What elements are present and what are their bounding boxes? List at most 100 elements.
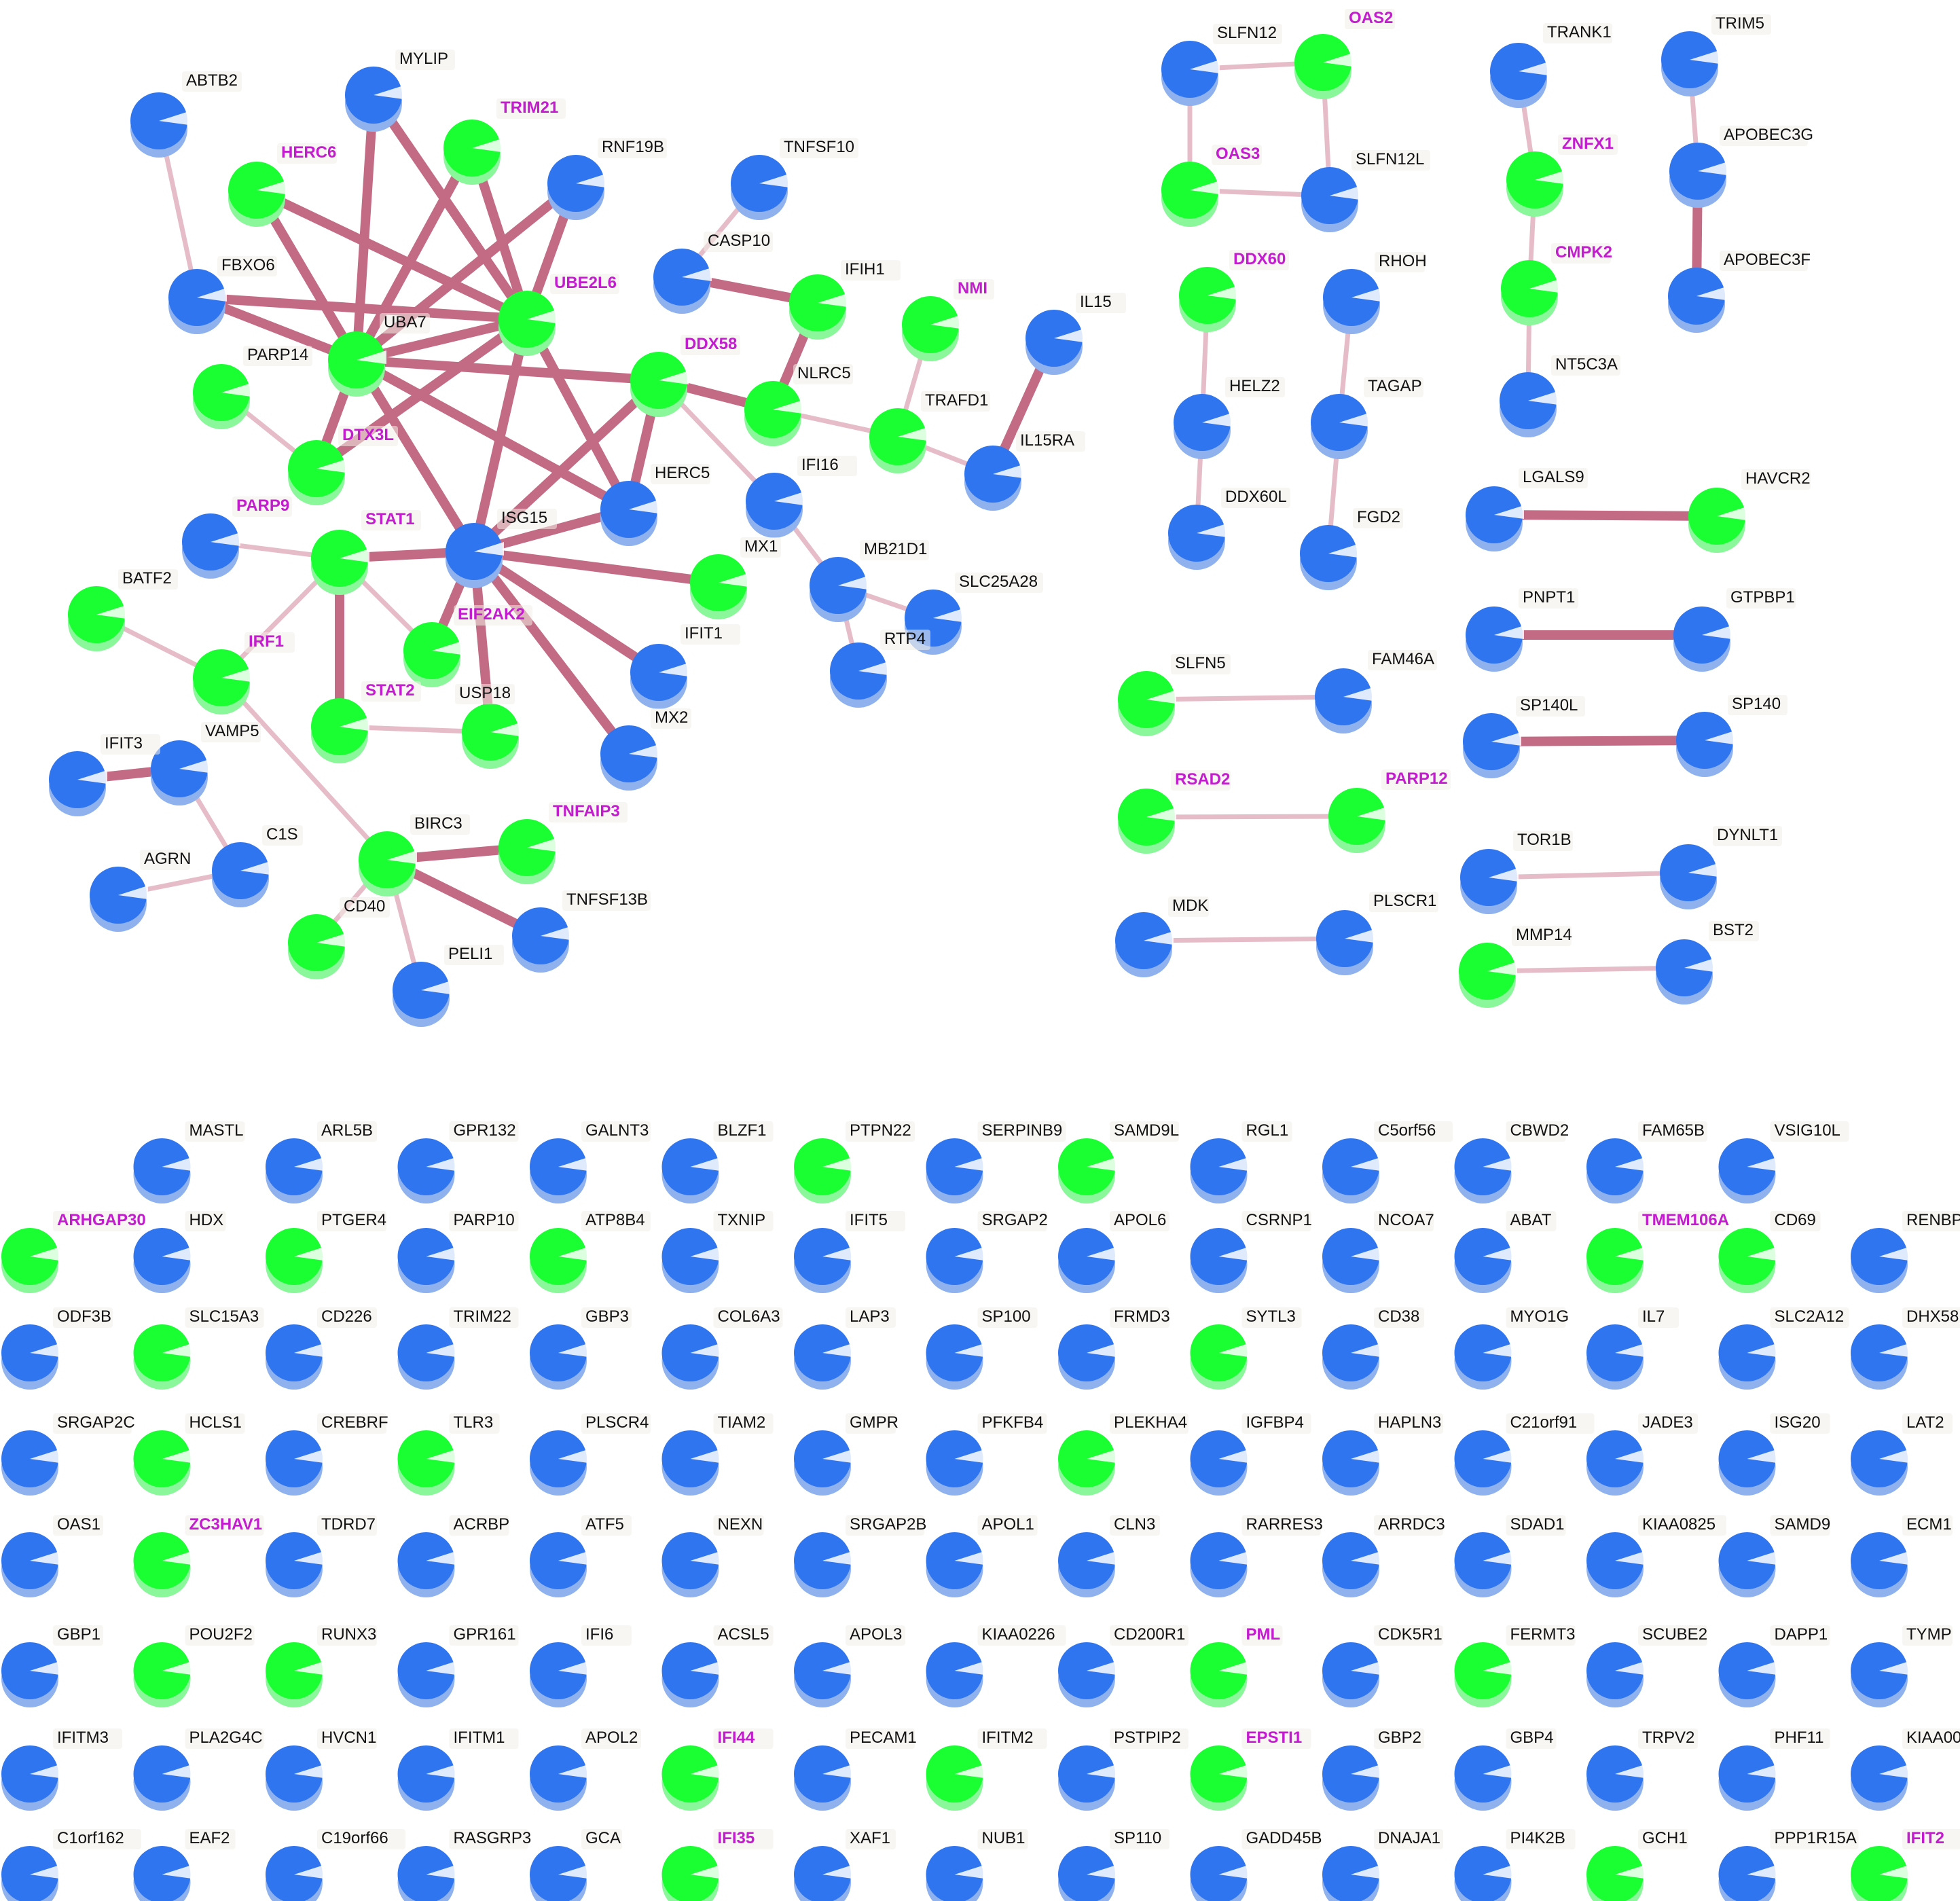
node-txnip[interactable]: TXNIP: [661, 1211, 774, 1293]
node-hapln3[interactable]: HAPLN3: [1322, 1413, 1443, 1496]
node-rnf19b[interactable]: RNF19B: [547, 138, 667, 220]
node-dapp1[interactable]: DAPP1: [1718, 1625, 1830, 1707]
node-ncoa7[interactable]: NCOA7: [1322, 1211, 1434, 1293]
node-slc15a3[interactable]: SLC15A3: [133, 1307, 264, 1390]
node-runx3[interactable]: RUNX3: [266, 1625, 377, 1707]
node-herc6[interactable]: HERC6: [228, 143, 337, 227]
node-cd226[interactable]: CD226: [266, 1307, 377, 1390]
node-fgd2[interactable]: FGD2: [1300, 508, 1403, 590]
node-apol6[interactable]: APOL6: [1058, 1211, 1169, 1293]
node-oas2[interactable]: OAS2: [1294, 9, 1395, 99]
node-havcr2[interactable]: HAVCR2: [1688, 469, 1811, 553]
node-stat2[interactable]: STAT2: [311, 681, 421, 763]
node-slfn12l[interactable]: SLFN12L: [1301, 150, 1430, 232]
node-pnpt1[interactable]: PNPT1: [1466, 588, 1578, 672]
node-ptger4[interactable]: PTGER4: [266, 1211, 386, 1293]
node-gadd45b[interactable]: GADD45B: [1190, 1829, 1322, 1901]
node-parp9[interactable]: PARP9: [182, 496, 292, 579]
node-crebrf[interactable]: CREBRF: [266, 1413, 388, 1496]
node-pecam1[interactable]: PECAM1: [794, 1728, 917, 1811]
node-gbp3[interactable]: GBP3: [530, 1307, 632, 1390]
node-epsti1[interactable]: EPSTI1: [1190, 1728, 1311, 1811]
node-col6a3[interactable]: COL6A3: [661, 1307, 783, 1390]
node-ptpn22[interactable]: PTPN22: [794, 1121, 915, 1203]
node-cd200r1[interactable]: CD200R1: [1058, 1625, 1188, 1707]
node-srgap2b[interactable]: SRGAP2B: [794, 1515, 926, 1597]
node-arhgap30[interactable]: ARHGAP30: [1, 1211, 146, 1293]
node-dtx3l[interactable]: DTX3L: [288, 426, 398, 505]
node-c19orf66[interactable]: C19orf66: [266, 1829, 405, 1901]
node-apobec3f[interactable]: APOBEC3F: [1668, 251, 1811, 333]
node-ifitm2[interactable]: IFITM2: [926, 1728, 1047, 1811]
node-serpinb9[interactable]: SERPINB9: [926, 1121, 1066, 1203]
node-birc3[interactable]: BIRC3: [359, 814, 470, 897]
node-ube2l6[interactable]: UBE2L6: [498, 274, 619, 356]
node-cd38[interactable]: CD38: [1322, 1307, 1424, 1390]
node-il7[interactable]: IL7: [1586, 1307, 1679, 1390]
node-apol1[interactable]: APOL1: [926, 1515, 1038, 1597]
node-vsig10l[interactable]: VSIG10L: [1718, 1121, 1849, 1203]
node-gch1[interactable]: GCH1: [1586, 1829, 1688, 1901]
node-batf2[interactable]: BATF2: [68, 569, 178, 651]
node-uba7[interactable]: UBA7: [328, 313, 430, 397]
node-rtp4[interactable]: RTP4: [830, 630, 930, 708]
node-sdad1[interactable]: SDAD1: [1454, 1515, 1566, 1597]
node-plekha4[interactable]: PLEKHA4: [1058, 1413, 1188, 1496]
node-c1orf162[interactable]: C1orf162: [1, 1829, 141, 1901]
node-samd9[interactable]: SAMD9: [1718, 1515, 1831, 1597]
node-ifit1[interactable]: IFIT1: [630, 624, 740, 709]
node-abat[interactable]: ABAT: [1454, 1211, 1557, 1293]
node-blzf1[interactable]: BLZF1: [661, 1121, 774, 1203]
node-hcls1[interactable]: HCLS1: [133, 1413, 245, 1496]
node-ddx58[interactable]: DDX58: [630, 335, 740, 417]
node-slc2a12[interactable]: SLC2A12: [1718, 1307, 1849, 1390]
node-il15[interactable]: IL15: [1026, 293, 1126, 375]
node-kiaa0040[interactable]: KIAA0040: [1851, 1728, 1960, 1811]
node-casp10[interactable]: CASP10: [653, 232, 773, 314]
node-jade3[interactable]: JADE3: [1586, 1413, 1698, 1496]
node-isg20[interactable]: ISG20: [1718, 1413, 1830, 1496]
node-pou2f2[interactable]: POU2F2: [133, 1625, 255, 1707]
node-slfn5[interactable]: SLFN5: [1118, 654, 1231, 736]
node-cln3[interactable]: CLN3: [1058, 1515, 1160, 1597]
node-ifih1[interactable]: IFIH1: [789, 260, 901, 340]
node-nexn[interactable]: NEXN: [661, 1515, 764, 1597]
node-ifi35[interactable]: IFI35: [661, 1829, 774, 1901]
node-rhoh[interactable]: RHOH: [1323, 252, 1427, 334]
node-nlrc5[interactable]: NLRC5: [744, 364, 853, 446]
node-tor1b[interactable]: TOR1B: [1460, 831, 1573, 914]
node-sytl3[interactable]: SYTL3: [1190, 1307, 1302, 1390]
node-mx1[interactable]: MX1: [690, 537, 781, 619]
node-atp8b4[interactable]: ATP8B4: [530, 1211, 651, 1293]
node-plscr1[interactable]: PLSCR1: [1316, 892, 1438, 975]
node-lgals9[interactable]: LGALS9: [1466, 468, 1588, 551]
node-mastl[interactable]: MASTL: [133, 1121, 245, 1203]
node-cbwd2[interactable]: CBWD2: [1454, 1121, 1569, 1203]
node-cdk5r1[interactable]: CDK5R1: [1322, 1625, 1443, 1707]
node-hdx[interactable]: HDX: [133, 1211, 226, 1293]
node-kiaa0825[interactable]: KIAA0825: [1586, 1515, 1726, 1597]
node-gbp4[interactable]: GBP4: [1454, 1728, 1557, 1811]
node-ifi44[interactable]: IFI44: [661, 1728, 774, 1811]
node-dynlt1[interactable]: DYNLT1: [1660, 826, 1782, 909]
node-atf5[interactable]: ATF5: [530, 1515, 632, 1597]
node-cmpk2[interactable]: CMPK2: [1501, 243, 1612, 325]
node-odf3b[interactable]: ODF3B: [1, 1307, 113, 1390]
node-frmd3[interactable]: FRMD3: [1058, 1307, 1170, 1390]
node-pla2g4c[interactable]: PLA2G4C: [133, 1728, 264, 1811]
node-cd69[interactable]: CD69: [1718, 1211, 1821, 1293]
node-apobec3g[interactable]: APOBEC3G: [1669, 126, 1813, 208]
node-trim5[interactable]: TRIM5: [1661, 14, 1771, 96]
node-fermt3[interactable]: FERMT3: [1454, 1625, 1576, 1707]
node-trim21[interactable]: TRIM21: [443, 98, 566, 185]
node-slfn12[interactable]: SLFN12: [1161, 24, 1282, 106]
node-ifi16[interactable]: IFI16: [746, 456, 857, 538]
node-c21orf91[interactable]: C21orf91: [1454, 1413, 1595, 1496]
node-parp12[interactable]: PARP12: [1328, 770, 1451, 853]
node-gpr161[interactable]: GPR161: [397, 1625, 519, 1707]
node-myo1g[interactable]: MYO1G: [1454, 1307, 1569, 1390]
node-tnfsf10[interactable]: TNFSF10: [731, 138, 858, 220]
node-arrdc3[interactable]: ARRDC3: [1322, 1515, 1445, 1597]
node-agrn[interactable]: AGRN: [90, 850, 191, 932]
node-irf1[interactable]: IRF1: [193, 632, 295, 714]
